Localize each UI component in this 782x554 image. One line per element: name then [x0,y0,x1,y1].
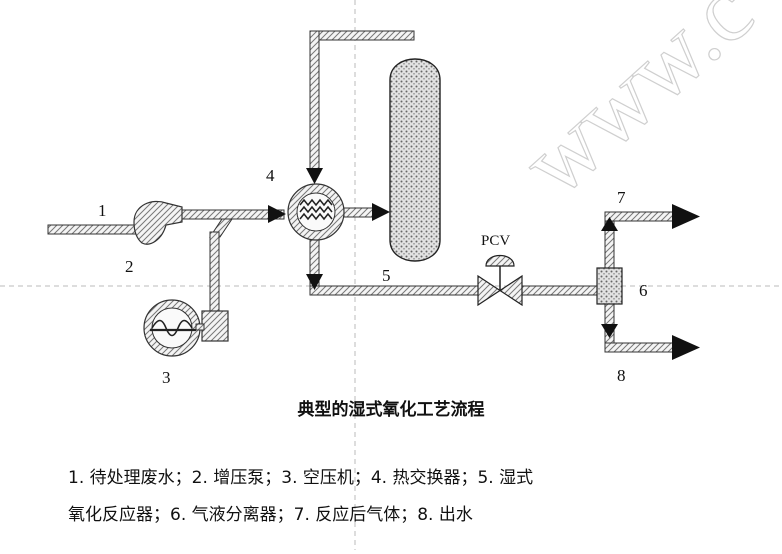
watermark-text: www.c [501,0,772,216]
pipe-line-5 [309,285,481,296]
booster-pump [133,200,183,245]
pipe-loop-top [309,30,415,41]
label-4: 4 [266,166,275,185]
pipe-exchanger-to-reactor [343,207,375,218]
arrow-water-outlet [672,335,700,360]
label-2: 2 [125,257,134,276]
legend: 1. 待处理废水；2. 增压泵；3. 空压机；4. 热交换器；5. 湿式 氧化反… [68,460,708,534]
arrow-gas-outlet [672,204,700,229]
compressor-motor [201,310,229,342]
component-labels: 1 2 3 4 5 6 7 8 PCV [98,166,648,387]
flow-arrows [268,168,700,360]
arrow-loop-down [306,168,323,184]
label-8: 8 [617,366,626,385]
air-compressor [143,299,229,357]
heat-exchanger [287,183,345,241]
pipe-air-vertical [209,231,220,313]
legend-line-1: 1. 待处理废水；2. 增压泵；3. 空压机；4. 热交换器；5. 湿式 [68,468,534,488]
arrow-into-exchanger [268,205,286,223]
gas-liquid-separator [596,267,623,305]
arrow-exchanger-down [306,274,323,290]
pcv-valve [477,254,523,307]
arrow-gas-up [601,217,618,231]
label-1: 1 [98,201,107,220]
label-7: 7 [617,188,626,207]
arrow-into-reactor [372,203,390,221]
pipe-gas-out [604,211,676,222]
pipe-valve-to-separator [521,285,603,296]
diagram-title: 典型的湿式氧化工艺流程 [297,400,485,420]
pipe-loop-left [309,30,320,172]
pipe-water-out [604,342,676,353]
arrow-water-down [601,324,618,338]
label-6: 6 [639,281,648,300]
legend-line-2: 氧化反应器；6. 气液分离器；7. 反应后气体；8. 出水 [68,505,473,525]
pipe-feed [47,224,149,235]
wet-oxidation-reactor [389,58,441,262]
label-3: 3 [162,368,171,387]
label-5: 5 [382,266,391,285]
valve-label: PCV [481,233,510,249]
